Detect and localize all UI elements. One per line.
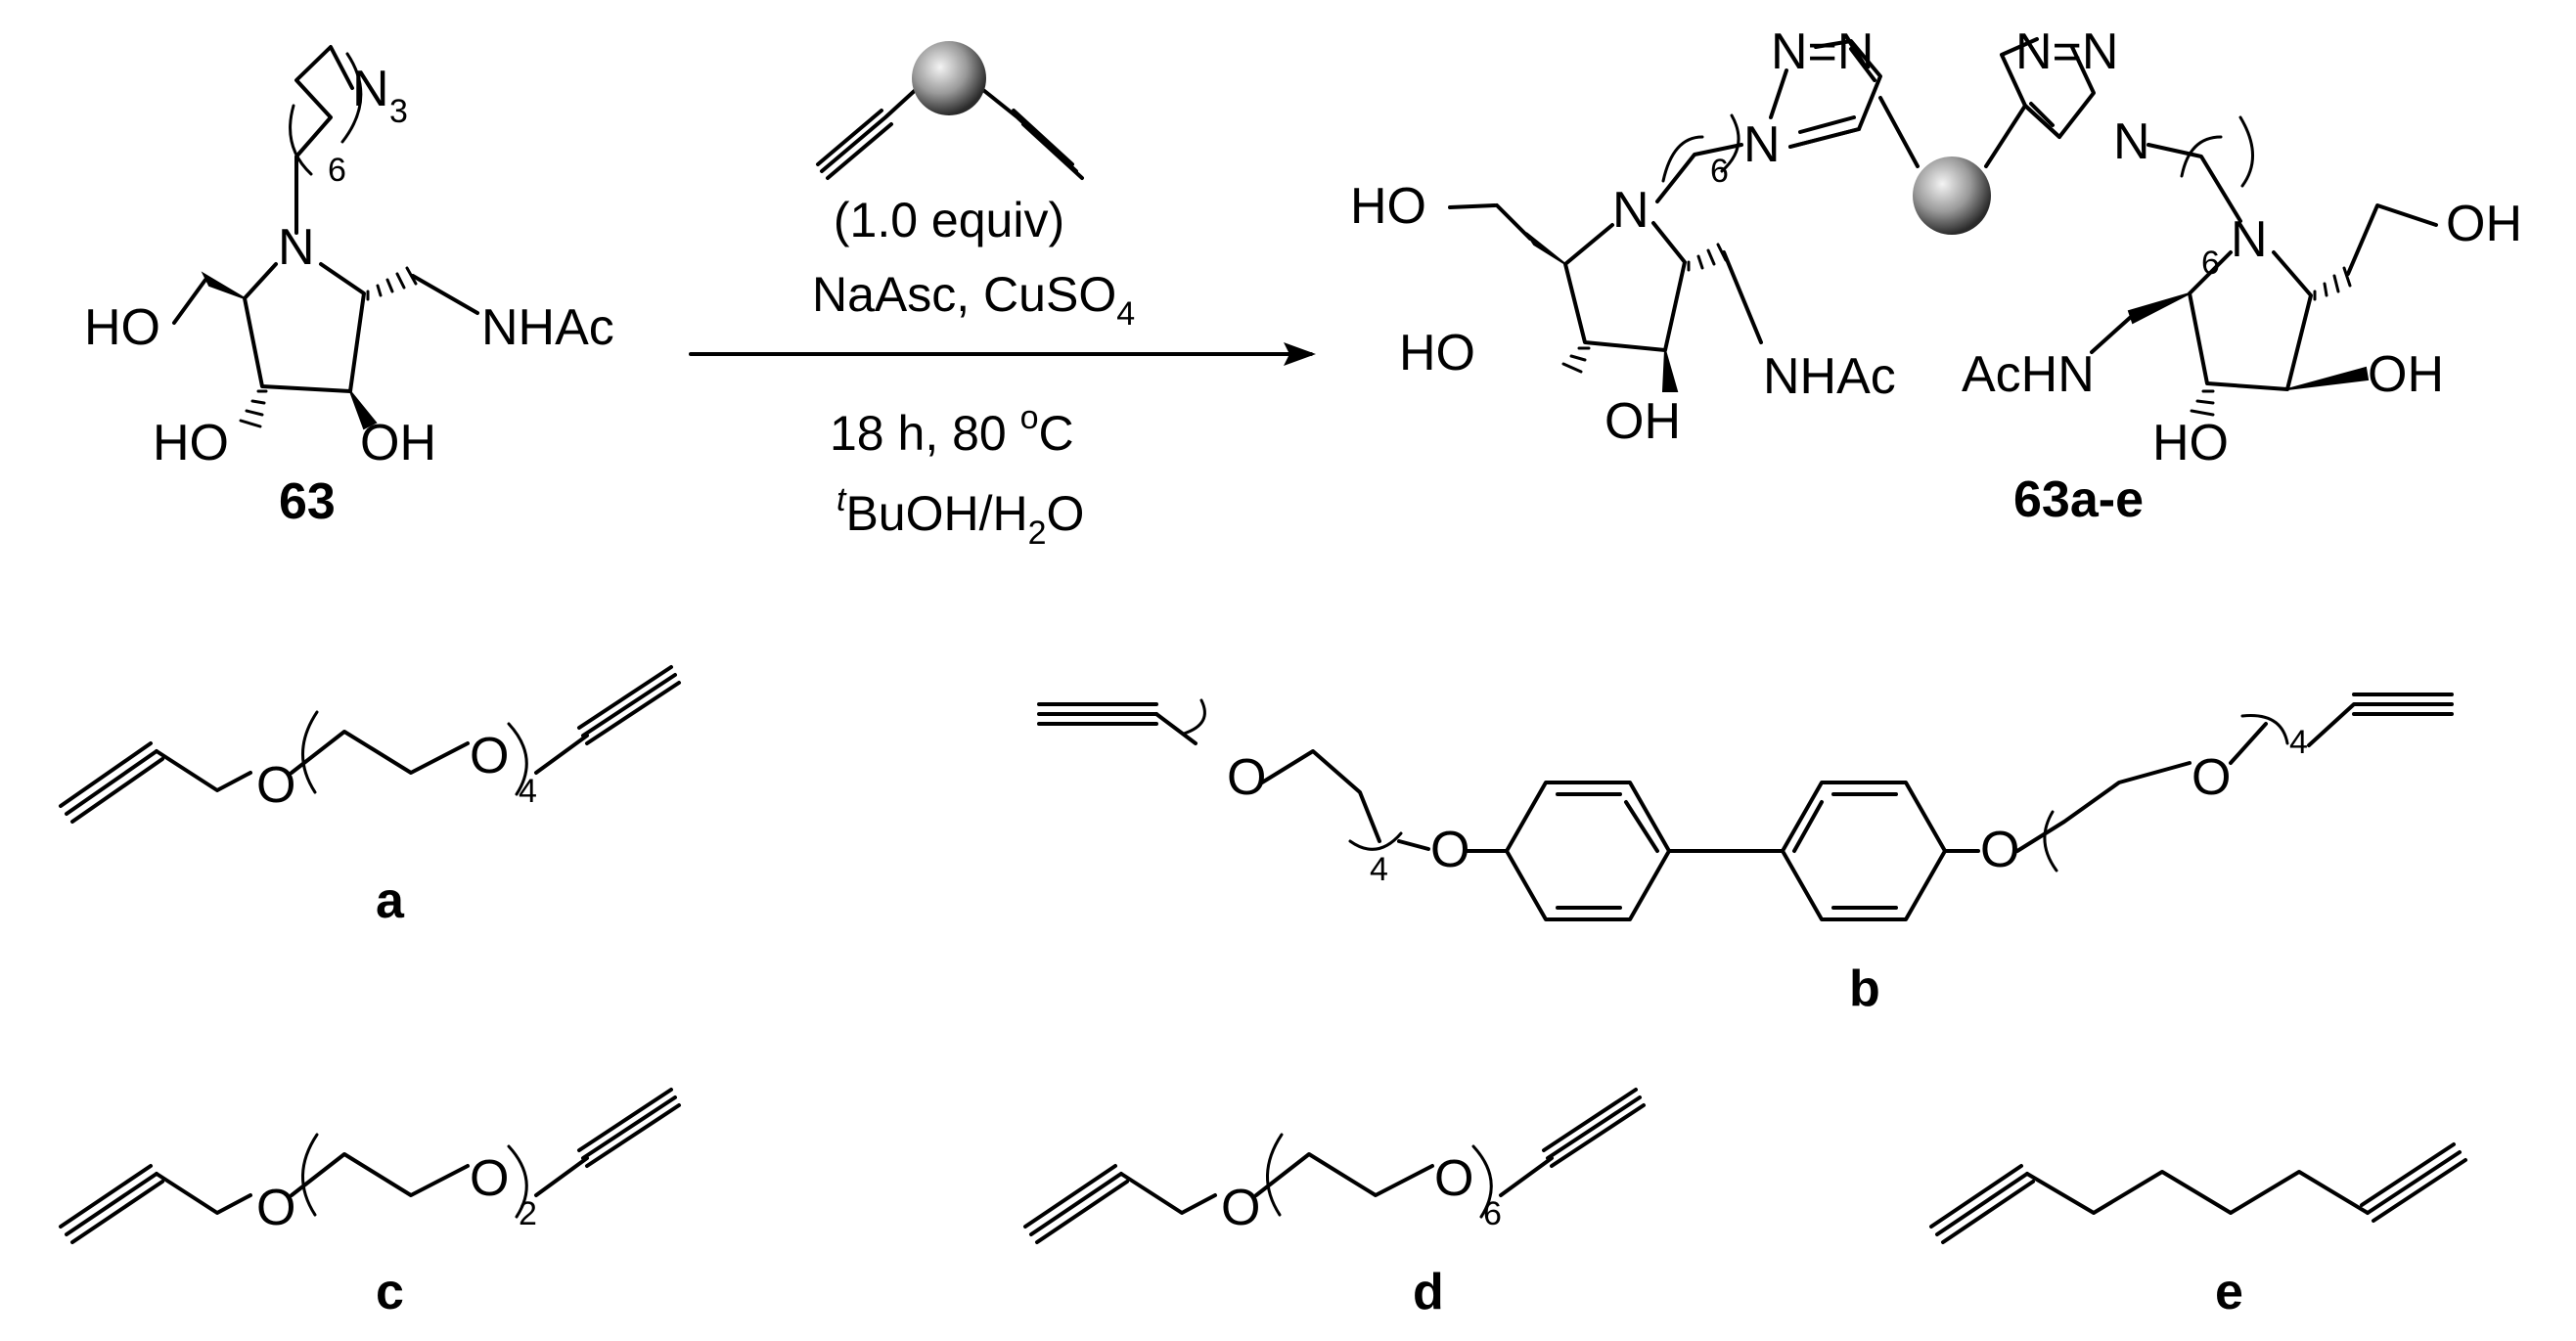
hash-oh-left	[239, 389, 268, 428]
chain-bracket-right	[340, 52, 363, 144]
phenyl-right	[1781, 781, 1947, 921]
wedge-p2-ch2nhac	[2127, 292, 2191, 325]
product-n-right: N	[2231, 211, 2268, 268]
azide-sub-3: 3	[389, 93, 408, 130]
wedge-p-oh	[1661, 349, 1679, 392]
hash-p-nhac	[1687, 243, 1728, 272]
equiv-text: (1.0 equiv)	[834, 193, 1064, 247]
hash-p-oh	[1561, 346, 1591, 374]
product-oh-left: OH	[1604, 393, 1681, 450]
linker-a-o2: O	[470, 728, 509, 784]
linker-b-o2: O	[1430, 822, 1469, 878]
linker-d-o2: O	[1434, 1150, 1473, 1207]
wedge-p-ch2oh	[1525, 232, 1566, 265]
reaction-conditions: (1.0 equiv) NaAsc, CuSO4 18 h, 80 oC tBu…	[689, 41, 1316, 552]
ho-bottom: HO	[153, 415, 229, 471]
triazole-n1-left: N	[1743, 116, 1781, 173]
wedge-oh-right	[349, 390, 378, 430]
linker-b: O 4 O O O 4 b	[1037, 693, 2454, 1017]
linker-d-n: 6	[1483, 1195, 1502, 1232]
linker-d-id: d	[1413, 1264, 1444, 1320]
linker-a-o1: O	[256, 757, 295, 814]
triazole-n1-right: N	[2113, 113, 2150, 170]
arrow-head	[1284, 342, 1316, 366]
wedge-ch2oh	[201, 271, 246, 299]
product-63a-e: N HO HO OH NHAc 6 N N=N	[1350, 23, 2522, 528]
linker-sphere	[912, 41, 986, 115]
product-n-left: N	[1612, 182, 1650, 239]
hash-ch2nhac	[366, 266, 418, 301]
chain-bracket-left	[289, 104, 313, 176]
product-ho-left: HO	[1399, 325, 1475, 381]
product-oh-right: OH	[2368, 346, 2444, 403]
linker-e: e	[1929, 1142, 2467, 1320]
product-ho-right: HO	[2152, 415, 2229, 471]
linker-c: O O 2 c	[59, 1088, 681, 1320]
phenyl-left	[1505, 781, 1671, 921]
product-oh-right-top: OH	[2446, 196, 2522, 252]
chain-count-6: 6	[328, 152, 346, 189]
triazole-eq-right: N=N	[2015, 23, 2118, 80]
product-six-left: 6	[1710, 153, 1729, 190]
linker-c-id: c	[376, 1264, 404, 1320]
reactant-63: 6 N 3 N HO NHAc HO OH 63	[84, 45, 614, 530]
linker-a: O O 4 a	[59, 665, 681, 929]
hash-p2-oh	[2190, 389, 2215, 417]
linker-e-id: e	[2215, 1264, 2243, 1320]
reagents-text: NaAsc, CuSO4	[812, 267, 1135, 333]
product-six-right: 6	[2201, 245, 2220, 282]
oh-bottom: OH	[360, 415, 436, 471]
time-temp-text: 18 h, 80 oC	[830, 399, 1074, 461]
hash-p2-ch2oh	[2313, 266, 2352, 301]
product-sphere	[1913, 156, 1991, 235]
wedge-p2-oh	[2286, 366, 2370, 390]
linker-b-id: b	[1849, 961, 1880, 1017]
linker-c-n: 2	[519, 1195, 537, 1232]
linker-d: O O 6 d	[1023, 1088, 1646, 1320]
linker-a-id: a	[376, 872, 405, 929]
linker-a-n: 4	[519, 773, 537, 810]
linker-d-o1: O	[1221, 1180, 1260, 1236]
product-ho-top: HO	[1350, 178, 1426, 235]
ring-n: N	[278, 219, 315, 276]
linker-c-o1: O	[256, 1180, 295, 1236]
diyne-left-arm	[820, 84, 922, 173]
compound-id-63: 63	[279, 473, 336, 530]
linker-c-o2: O	[470, 1150, 509, 1207]
triazole-eq-left: N=N	[1771, 23, 1874, 80]
solvent-text: tBuOH/H2O	[836, 481, 1084, 552]
linker-b-o3: O	[1980, 822, 2019, 878]
linker-b-o4: O	[2192, 749, 2231, 806]
p-bracket-left	[1661, 135, 1704, 183]
product-achn: AcHN	[1962, 346, 2095, 403]
linker-b-n2: 4	[2289, 724, 2308, 761]
linker-b-o1: O	[1227, 749, 1266, 806]
azide-n: N	[352, 61, 389, 117]
compound-id-63a-e: 63a-e	[2013, 471, 2144, 528]
ho-left: HO	[84, 299, 160, 356]
product-nhac: NHAc	[1763, 348, 1896, 405]
linker-b-n: 4	[1370, 851, 1388, 888]
nhac: NHAc	[481, 299, 614, 356]
